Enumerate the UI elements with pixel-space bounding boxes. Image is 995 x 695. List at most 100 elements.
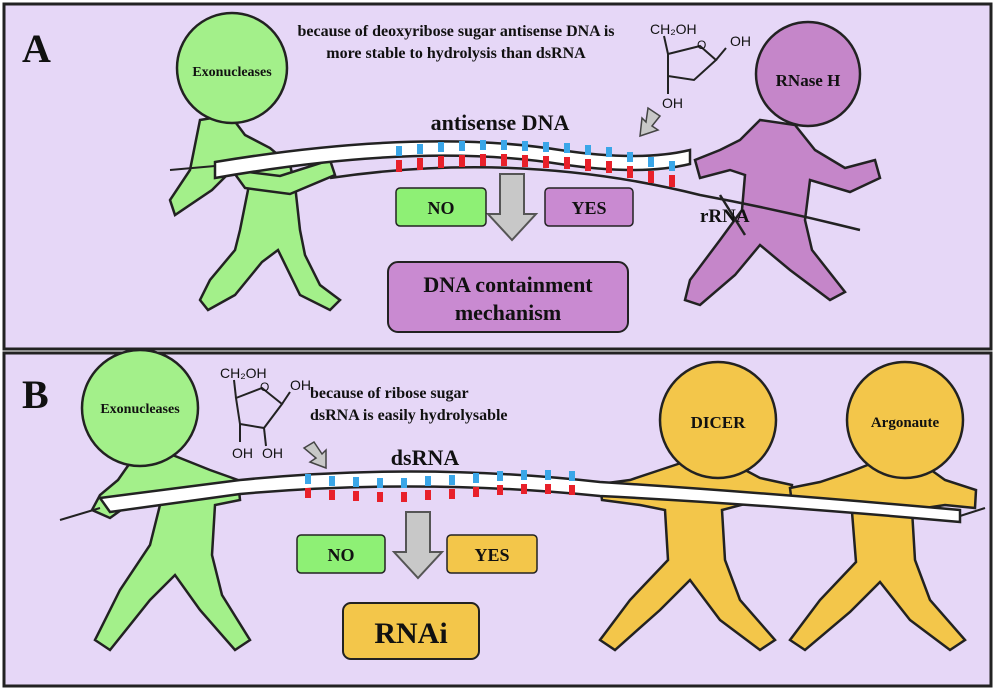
deoxyribose-ring-o: O (697, 38, 706, 52)
rna-base-tick-bottom (569, 485, 575, 495)
rrna-base-tick (438, 156, 444, 168)
rna-base-tick-bottom (377, 492, 383, 502)
ribose-oh2-bond (263, 427, 267, 447)
deoxyribose-oh-bond (715, 47, 727, 61)
argonaute-label: Argonaute (871, 415, 940, 431)
rna-base-tick-bottom (449, 489, 455, 499)
rrna-base-tick (396, 160, 402, 172)
outcome-label-b: RNAi (374, 617, 447, 650)
panel-b-note-line1: because of ribose sugar (310, 385, 469, 402)
rrna-base-tick (564, 157, 570, 169)
deoxyribose-oh-right: OH (730, 33, 751, 49)
yes-label-a: YES (571, 198, 606, 218)
outcome-line1-a: DNA containment (423, 272, 593, 297)
deoxyribose-ring (667, 44, 718, 82)
rna-base-tick-bottom (497, 485, 503, 495)
exonuclease-head-a (175, 11, 289, 125)
rrna-label: rRNA (700, 206, 750, 227)
exonuclease-arm-a (229, 158, 337, 196)
rope-end-left-a (169, 165, 216, 171)
no-label-b: NO (328, 545, 355, 565)
rrna-tail (718, 194, 747, 236)
rrna-base-tick (480, 154, 486, 166)
dsrna-label: dsRNA (391, 445, 460, 470)
rna-base-tick-top (305, 474, 311, 484)
dna-base-tick (669, 161, 675, 171)
dna-base-tick (417, 144, 423, 154)
rna-base-tick-bottom (545, 484, 551, 494)
yes-label-b: YES (474, 545, 509, 565)
sugar-pointer-arrow-b (302, 440, 327, 470)
rna-base-tick-bottom (473, 487, 479, 497)
no-box-b (296, 534, 386, 574)
rrna-base-tick (606, 161, 612, 173)
yes-box-a (544, 187, 634, 227)
panel-b-note-line2: dsRNA is easily hydrolysable (310, 407, 508, 424)
rna-base-tick-top (497, 471, 503, 481)
rrna-base-tick (669, 175, 675, 187)
ribose-ring (234, 386, 284, 430)
rrna-base-tick (501, 154, 507, 166)
dna-base-tick (480, 140, 486, 150)
rna-base-tick-bottom (521, 484, 527, 494)
ribose-ch2oh: CH₂OH (220, 365, 267, 381)
rope-end-right-b (959, 507, 986, 517)
dna-base-tick (564, 143, 570, 153)
deoxyribose-ch2-bond (663, 35, 669, 55)
rrna-base-tick (417, 158, 423, 170)
panel-a: A Exonucleases RNase H antisense DNA rRN… (2, 2, 993, 351)
deoxyribose-structure (663, 35, 727, 94)
dna-base-tick (648, 157, 654, 167)
dna-base-tick (459, 141, 465, 151)
rrna-base-tick (648, 171, 654, 183)
antisense-dna-ribbon (213, 140, 692, 180)
rna-base-tick-top (401, 478, 407, 488)
rna-base-tick-top (545, 470, 551, 480)
rnase-h-label: RNase H (776, 71, 841, 90)
ribose-oh-bottom1: OH (232, 445, 253, 461)
dna-base-tick (606, 147, 612, 157)
outcome-line2-a: mechanism (455, 300, 561, 325)
dsrna-base-pairs (305, 470, 575, 502)
ribose-oh-bottom2: OH (262, 445, 283, 461)
sugar-pointer-arrow-a (639, 106, 662, 138)
rna-base-tick-top (353, 477, 359, 487)
rna-base-tick-top (473, 473, 479, 483)
rope-end-left-b (59, 507, 101, 521)
rna-base-tick-top (449, 475, 455, 485)
ribose-ring-o: O (260, 380, 269, 394)
no-label-a: NO (428, 198, 455, 218)
dna-base-tick (522, 141, 528, 151)
rrna-strand (329, 166, 861, 232)
deoxyribose-ch2oh: CH₂OH (650, 21, 697, 37)
rrna-base-tick (543, 156, 549, 168)
panel-b: B Exonucleases DICER Argonaute dsRNA (2, 348, 993, 688)
outcome-box-b (342, 602, 480, 660)
rna-base-tick-top (425, 476, 431, 486)
dna-base-tick (585, 145, 591, 155)
rna-base-tick-top (377, 478, 383, 488)
dicer-label: DICER (691, 413, 747, 432)
dicer-head (658, 360, 778, 480)
panel-a-note-line2: more stable to hydrolysis than dsRNA (326, 45, 586, 62)
rna-base-tick-bottom (401, 492, 407, 502)
rrna-base-tick (585, 159, 591, 171)
dna-base-tick (396, 146, 402, 156)
rna-base-tick-top (329, 476, 335, 486)
rrna-base-tick (627, 166, 633, 178)
exonuclease-label-a: Exonucleases (192, 65, 272, 80)
panel-a-note-line1: because of deoxyribose sugar antisense D… (297, 23, 614, 40)
exonuclease-head-b (80, 348, 200, 468)
antisense-dna-label: antisense DNA (431, 110, 570, 135)
dna-base-tick (627, 152, 633, 162)
deoxyribose-oh-bottom: OH (662, 95, 683, 111)
ribose-oh-right: OH (290, 377, 311, 393)
rna-base-tick-bottom (425, 490, 431, 500)
dna-base-tick (501, 140, 507, 150)
rna-base-tick-top (521, 470, 527, 480)
dna-rrna-base-pairs (396, 140, 675, 187)
no-box-a (395, 187, 487, 227)
panel-b-label: B (22, 372, 49, 417)
rna-base-tick-bottom (353, 491, 359, 501)
